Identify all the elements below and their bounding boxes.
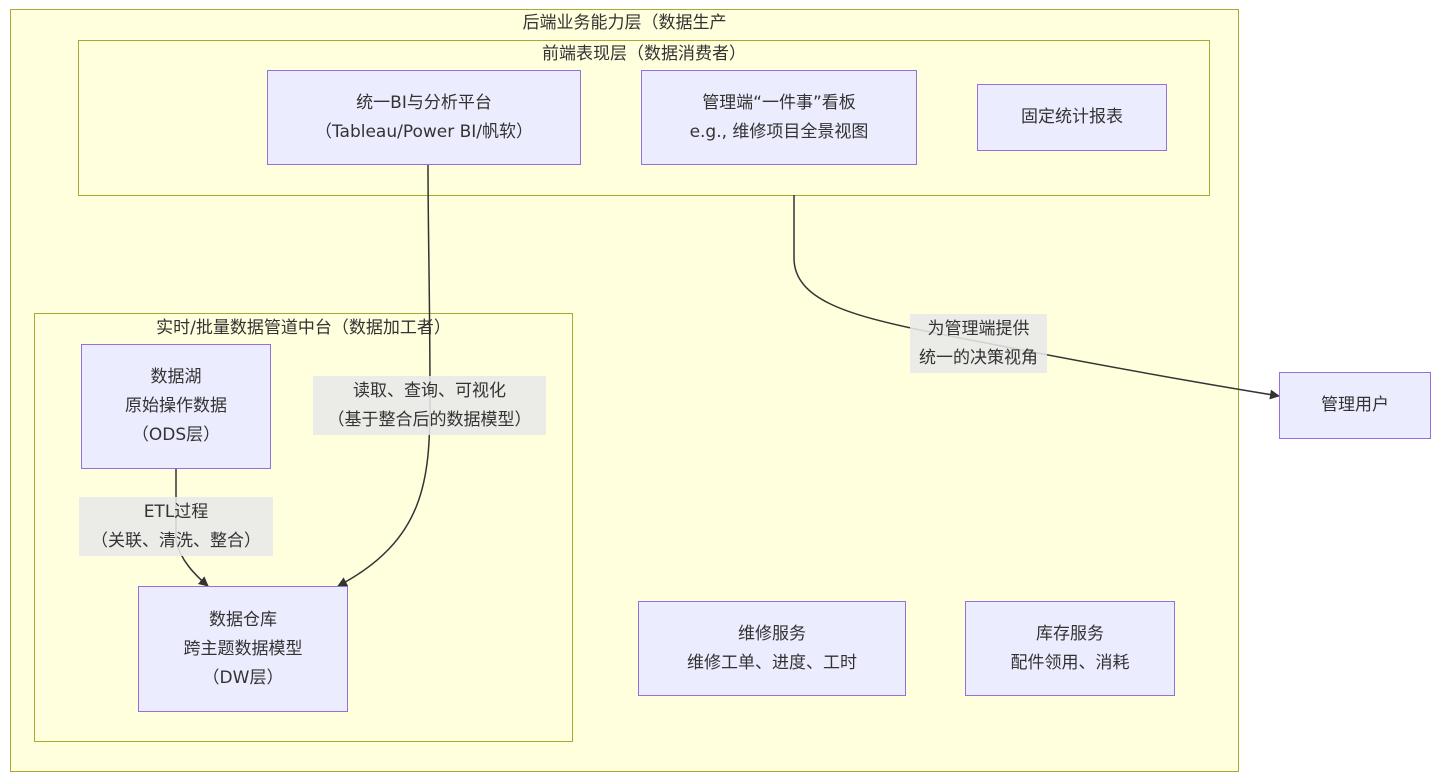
fixed-report-label: 固定统计报表 [1021,107,1123,127]
data-lake-line1: 数据湖 [150,367,202,387]
data-warehouse-node[interactable]: 数据仓库 跨主题数据模型 （DW层） [138,586,348,712]
edge-label-read-query-line2: （基于整合后的数据模型） [327,409,532,430]
edge-label-read-query: 读取、查询、可视化 （基于整合后的数据模型） [313,376,546,435]
edge-label-unified-view-line1: 为管理端提供 [927,318,1030,339]
backend-cluster-title: 后端业务能力层（数据生产 [522,13,727,33]
edge-label-unified-view: 为管理端提供 统一的决策视角 [910,314,1047,373]
bi-platform-node[interactable]: 统一BI与分析平台 （Tableau/Power BI/帆软） [267,70,581,165]
edge-label-etl-line1: ETL过程 [143,501,209,522]
bi-platform-line2: （Tableau/Power BI/帆软） [314,121,534,142]
repair-service-line2: 维修工单、进度、工时 [687,652,857,673]
admin-user-label: 管理用户 [1321,395,1389,415]
dashboard-node[interactable]: 管理端“一件事”看板 e.g., 维修项目全景视图 [641,70,917,165]
inventory-service-line1: 库存服务 [1036,623,1104,644]
data-warehouse-line3: （DW层） [202,667,284,688]
fixed-report-node[interactable]: 固定统计报表 [977,84,1167,151]
bi-platform-line1: 统一BI与分析平台 [356,92,492,113]
middle-cluster-title: 实时/批量数据管道中台（数据加工者） [156,318,451,338]
data-lake-line3: （ODS层） [131,425,221,445]
edge-label-read-query-line1: 读取、查询、可视化 [353,380,506,401]
edge-label-unified-view-line2: 统一的决策视角 [919,347,1038,368]
edge-label-etl-line2: （关联、清洗、整合） [91,530,261,551]
repair-service-line1: 维修服务 [738,623,806,644]
repair-service-node[interactable]: 维修服务 维修工单、进度、工时 [638,601,906,696]
dashboard-line1: 管理端“一件事”看板 [702,92,856,113]
edge-label-etl: ETL过程 （关联、清洗、整合） [79,497,273,556]
admin-user-node[interactable]: 管理用户 [1279,372,1431,439]
data-lake-node[interactable]: 数据湖 原始操作数据 （ODS层） [81,344,271,469]
inventory-service-node[interactable]: 库存服务 配件领用、消耗 [965,601,1175,696]
inventory-service-line2: 配件领用、消耗 [1010,652,1130,673]
dashboard-line2: e.g., 维修项目全景视图 [689,121,869,142]
frontend-cluster-title: 前端表现层（数据消费者） [542,44,746,64]
data-warehouse-line1: 数据仓库 [209,609,277,630]
data-warehouse-line2: 跨主题数据模型 [183,638,303,659]
data-lake-line2: 原始操作数据 [125,396,227,416]
